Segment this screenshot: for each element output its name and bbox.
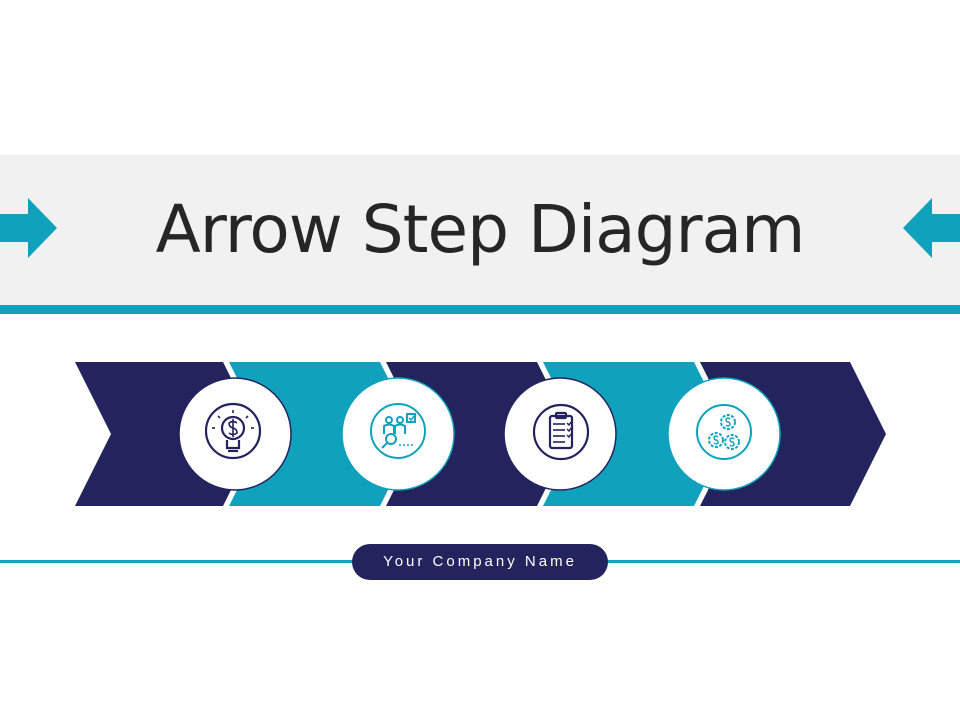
left-arrow-icon [0, 198, 57, 258]
title-underline [0, 305, 960, 314]
lightbulb-dollar-icon [204, 402, 262, 460]
step-2-circle [341, 377, 455, 491]
step-3-circle [503, 377, 617, 491]
company-name-badge: Your Company Name [352, 544, 608, 580]
step-4-circle [667, 377, 781, 491]
dollar-gears-icon [696, 404, 752, 460]
slide-title: Arrow Step Diagram [155, 191, 806, 268]
title-band [0, 155, 960, 305]
right-side-arrow-icon [903, 198, 960, 258]
clipboard-checklist-icon [532, 403, 590, 461]
people-analysis-icon [370, 403, 426, 459]
